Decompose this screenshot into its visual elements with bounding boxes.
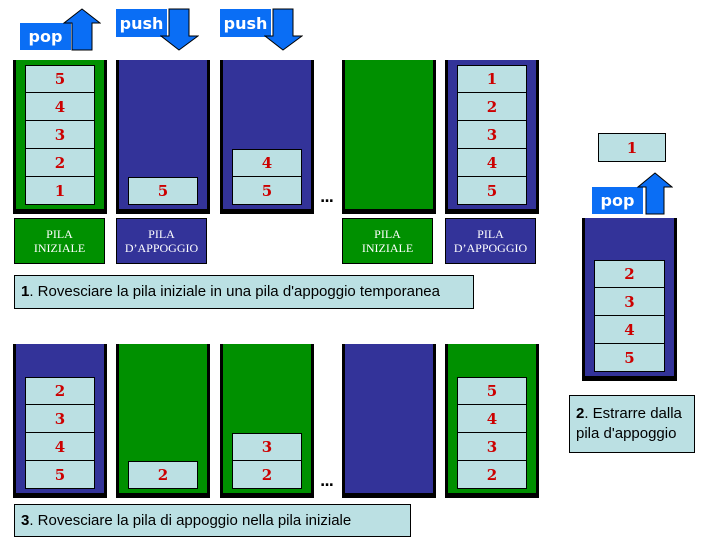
stack-item: 3 [457,121,527,149]
step1-caption: 1. Rovesciare la pila iniziale in una pi… [14,275,474,309]
initial-stack: 2 [116,344,210,498]
step-text: pila d'appoggio [576,425,677,442]
step2-caption: 2. Estrarre dalla pila d'appoggio [569,395,695,453]
stack-item: 3 [25,121,95,149]
initial-stack-label: PILA INIZIALE [14,218,105,264]
stack-item: 4 [25,93,95,121]
temp-stack: 5 [116,60,210,214]
stack-item: 4 [594,316,665,344]
temp-stack [342,344,436,498]
temp-stack-label: PILA D’APPOGGIO [116,218,207,264]
label-text: PILA INIZIALE [361,227,414,255]
stack-item: 3 [25,405,95,433]
stack-item: 5 [25,65,95,93]
stack-item: 2 [232,461,302,489]
step-text: . Rovesciare la pila iniziale in una pil… [29,283,440,300]
stack-item: 4 [457,149,527,177]
step-number: 2 [576,405,585,422]
stack-items: 2 [128,461,198,489]
popped-item: 1 [598,133,666,162]
stack-item: 2 [25,377,95,405]
stack-item: 5 [457,177,527,205]
pop-operation-label: pop [20,23,71,50]
arrow-up-icon [637,172,673,215]
initial-stack [342,60,436,214]
label-text: PILA INIZIALE [33,227,86,255]
arrow-down-icon [264,8,303,51]
stack-item: 3 [232,433,302,461]
step3-caption: 3. Rovesciare la pila di appoggio nella … [14,504,411,537]
step-text: . Rovesciare la pila di appoggio nella p… [29,512,352,529]
stack-item: 5 [128,177,198,205]
label-text: PILA D’APPOGGIO [124,227,199,255]
arrow-down-icon [160,8,199,51]
initial-stack-label: PILA INIZIALE [342,218,433,264]
stack-item: 2 [594,260,665,288]
temp-stack-label: PILA D’APPOGGIO [445,218,536,264]
stack-item: 1 [457,65,527,93]
stack-item: 1 [25,177,95,205]
pop-operation-label: pop [592,187,643,214]
stack-item: 2 [457,93,527,121]
label-text: PILA D’APPOGGIO [453,227,528,255]
stack-items: 5 [128,177,198,205]
stack-item: 3 [594,288,665,316]
step-text: . Estrarre dalla [584,405,682,422]
stack-item: 4 [457,405,527,433]
stack-item: 5 [232,177,302,205]
push-operation-label: push [116,9,167,37]
stack-item: 2 [25,149,95,177]
ellipsis: ... [320,474,334,490]
stack-item: 5 [25,461,95,489]
stack-item: 3 [457,433,527,461]
step-number: 1 [21,283,30,300]
push-operation-label: push [220,9,271,37]
ellipsis: ... [320,190,334,206]
stack-item: 4 [25,433,95,461]
stack-item: 5 [594,344,665,372]
arrow-up-icon [63,8,101,51]
stack-item: 2 [128,461,198,489]
stack-item: 4 [232,149,302,177]
stack-item: 5 [457,377,527,405]
stack-item: 2 [457,461,527,489]
step-number: 3 [21,512,30,529]
